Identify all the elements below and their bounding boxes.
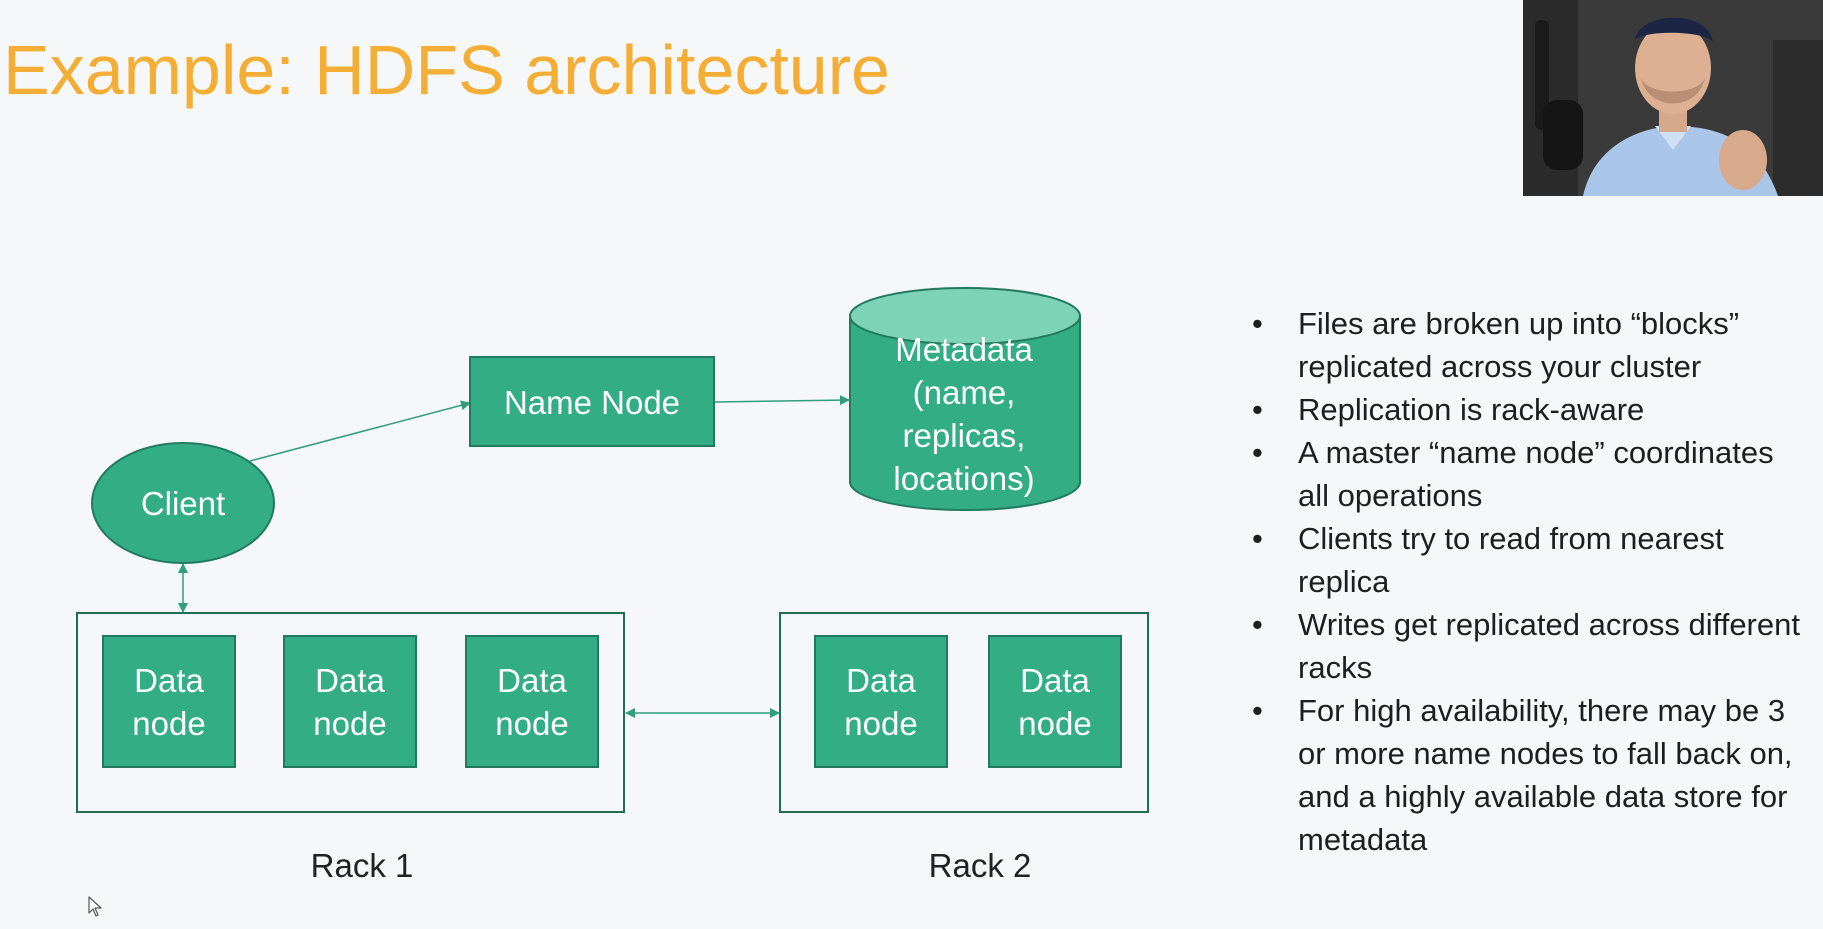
metadata-line-4: locations) bbox=[893, 460, 1034, 497]
rack1-data-node-1: Data node bbox=[102, 635, 236, 768]
rack1-label: Rack 1 bbox=[311, 847, 414, 884]
presenter-image bbox=[1523, 0, 1823, 196]
rack2-data-node-2: Data node bbox=[988, 635, 1122, 768]
rack2-data-node-1: Data node bbox=[814, 635, 948, 768]
data-node-label: Data bbox=[134, 662, 204, 699]
client-label: Client bbox=[141, 485, 225, 522]
name-node-label: Name Node bbox=[504, 384, 680, 421]
data-node-label: Data bbox=[497, 662, 567, 699]
bullet-item: A master “name node” coordinates all ope… bbox=[1250, 431, 1810, 517]
data-node-label: Data bbox=[315, 662, 385, 699]
name-node: Name Node bbox=[469, 356, 715, 447]
metadata-line-3: replicas, bbox=[903, 417, 1026, 454]
client-to-namenode-arrow bbox=[249, 400, 471, 462]
presenter-webcam bbox=[1523, 0, 1823, 196]
metadata-line-1: Metadata bbox=[895, 331, 1033, 368]
data-node-label: Data bbox=[1020, 662, 1090, 699]
rack2-container bbox=[779, 612, 1149, 813]
mouse-cursor-icon bbox=[88, 896, 102, 917]
client-node: Client bbox=[91, 442, 275, 564]
bullet-item: Replication is rack-aware bbox=[1250, 388, 1810, 431]
bullet-list: Files are broken up into “blocks” replic… bbox=[1250, 302, 1810, 861]
namenode-to-metadata-arrow bbox=[714, 395, 850, 406]
metadata-store: Metadata (name, replicas, locations) bbox=[849, 287, 1081, 511]
bullet-item: Clients try to read from nearest replica bbox=[1250, 517, 1810, 603]
data-node-label: node bbox=[844, 705, 917, 742]
data-node-label: node bbox=[495, 705, 568, 742]
rack1-data-node-3: Data node bbox=[465, 635, 599, 768]
rack1-container bbox=[76, 612, 625, 813]
bullet-item: For high availability, there may be 3 or… bbox=[1250, 689, 1810, 861]
bullet-item: Files are broken up into “blocks” replic… bbox=[1250, 302, 1810, 388]
rack2-label: Rack 2 bbox=[929, 847, 1032, 884]
slide-title: Example: HDFS architecture bbox=[3, 31, 890, 109]
rack1-data-node-2: Data node bbox=[283, 635, 417, 768]
data-node-label: node bbox=[1018, 705, 1091, 742]
data-node-label: node bbox=[313, 705, 386, 742]
data-node-label: node bbox=[132, 705, 205, 742]
data-node-label: Data bbox=[846, 662, 916, 699]
bullet-item: Writes get replicated across different r… bbox=[1250, 603, 1810, 689]
metadata-line-2: (name, bbox=[913, 374, 1016, 411]
